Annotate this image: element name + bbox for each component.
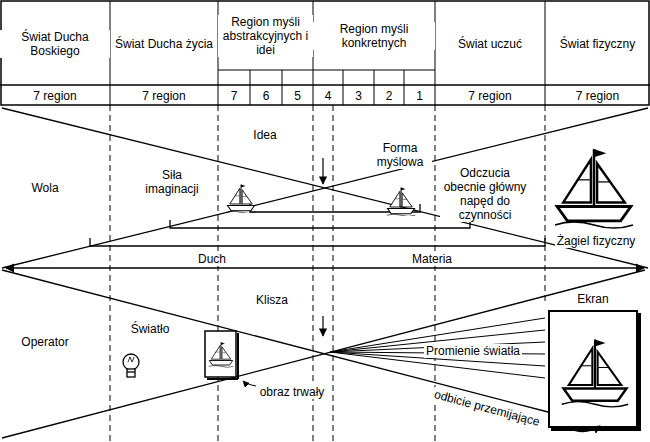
label-text: Świat uczuć bbox=[456, 37, 524, 51]
table-cell: 1 bbox=[404, 86, 435, 105]
ship-small bbox=[227, 185, 256, 214]
text-label: Duch bbox=[188, 251, 236, 267]
label-text: Świat Ducha Boskiego bbox=[0, 30, 110, 58]
light-bulb bbox=[123, 354, 139, 377]
text-label: Idea bbox=[243, 127, 287, 143]
label-text: 7 region bbox=[31, 89, 78, 103]
label-text: 7 region bbox=[574, 89, 621, 103]
label-text: Światło bbox=[129, 322, 172, 336]
label-text: 4 bbox=[323, 89, 334, 103]
table-cell: 7 region bbox=[435, 86, 545, 105]
text-label: Promienie światła bbox=[412, 343, 534, 359]
text-label: Siła imaginacji bbox=[138, 166, 206, 198]
text-label: Operator bbox=[12, 334, 78, 350]
label-text: 1 bbox=[414, 89, 425, 103]
text-label: Wola bbox=[18, 180, 72, 196]
cross-lines bbox=[2, 108, 648, 438]
label-text: 7 region bbox=[140, 89, 187, 103]
label-text: Forma myślowa bbox=[368, 141, 432, 169]
header-grid bbox=[0, 1, 650, 105]
text-label: Forma myślowa bbox=[368, 139, 432, 171]
label-text: Odczucia obecnie główny napęd do czynnoś… bbox=[440, 166, 530, 222]
text-label: Światło bbox=[120, 321, 180, 337]
region-dividers bbox=[110, 105, 545, 442]
light-rays bbox=[330, 318, 545, 378]
label-text: Idea bbox=[251, 128, 278, 142]
table-cell: Region myśli abstrakcyjnych i idei bbox=[218, 2, 313, 70]
label-text: Żagiel fizyczny bbox=[555, 234, 638, 248]
table-cell: 5 bbox=[282, 86, 313, 105]
ship-large bbox=[555, 149, 633, 228]
label-text: Duch bbox=[196, 252, 228, 266]
table-cell: Świat Ducha Boskiego bbox=[0, 2, 110, 85]
screen-frame: Ekran bbox=[548, 310, 638, 428]
table-cell: 7 bbox=[218, 86, 250, 105]
ship-screen bbox=[562, 340, 629, 407]
label-text: Świat Ducha życia bbox=[113, 37, 215, 51]
label-text: 2 bbox=[384, 89, 395, 103]
node-heading: Ekran bbox=[550, 292, 636, 306]
label-text: Klisza bbox=[254, 293, 290, 307]
table-cell: Region myśli konkretnych bbox=[313, 2, 435, 70]
table-cell: 4 bbox=[313, 86, 343, 105]
label-text: obraz trwały bbox=[258, 385, 327, 399]
label-text: 7 region bbox=[466, 89, 513, 103]
film-frame bbox=[205, 331, 238, 379]
label-text: Materia bbox=[410, 252, 454, 266]
label-text: Region myśli abstrakcyjnych i idei bbox=[218, 15, 313, 57]
label-text: Wola bbox=[29, 181, 60, 195]
text-label: Odczucia obecnie główny napęd do czynnoś… bbox=[440, 164, 530, 224]
label-text: 5 bbox=[292, 89, 303, 103]
table-cell: 2 bbox=[374, 86, 404, 105]
ship-small bbox=[387, 188, 416, 217]
text-label: Żagiel fizyczny bbox=[546, 233, 646, 249]
table-cell: 7 region bbox=[110, 86, 218, 105]
text-label: Klisza bbox=[248, 292, 296, 308]
table-cell: 7 region bbox=[545, 86, 650, 105]
label-text: odbicie przemijające bbox=[431, 387, 544, 430]
label-text: 3 bbox=[353, 89, 364, 103]
center-arrows bbox=[322, 158, 323, 336]
table-cell: 3 bbox=[343, 86, 374, 105]
label-text: Świat fizyczny bbox=[558, 37, 637, 51]
text-label: obraz trwały bbox=[250, 384, 334, 400]
label-text: Siła imaginacji bbox=[138, 168, 206, 196]
label-text: Operator bbox=[19, 335, 70, 349]
table-cell: 6 bbox=[250, 86, 282, 105]
table-cell: 7 region bbox=[0, 86, 110, 105]
table-cell: Świat fizyczny bbox=[545, 2, 650, 85]
table-cell: Świat Ducha życia bbox=[110, 2, 218, 85]
text-label: odbicie przemijające bbox=[412, 381, 561, 435]
node-text: Ekran bbox=[574, 292, 611, 306]
table-cell: Świat uczuć bbox=[435, 2, 545, 85]
text-label: Materia bbox=[402, 251, 462, 267]
leader-arrow bbox=[243, 381, 256, 386]
label-text: Promienie światła bbox=[424, 344, 522, 358]
label-text: 7 bbox=[229, 89, 240, 103]
label-text: 6 bbox=[261, 89, 272, 103]
label-text: Region myśli konkretnych bbox=[313, 22, 435, 50]
